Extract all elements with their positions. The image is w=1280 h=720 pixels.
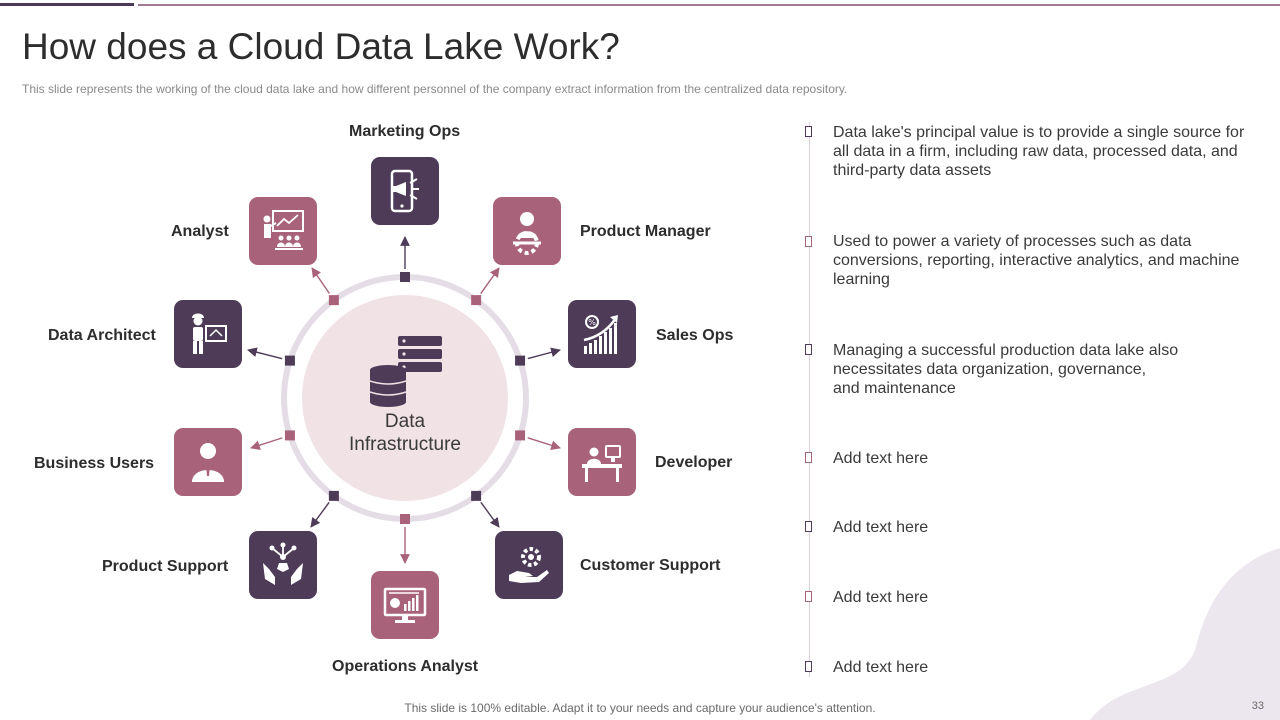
ring-connector-dot <box>515 430 526 441</box>
ring-connector-dot <box>328 490 339 501</box>
manager-gear-icon <box>513 212 541 255</box>
timeline-marker-2 <box>805 236 812 247</box>
connector-arrow <box>527 347 561 360</box>
connector-arrow <box>310 501 330 528</box>
connector-arrow <box>247 347 283 360</box>
connector-arrow <box>480 267 500 294</box>
sales-ops-tile[interactable]: % <box>568 300 636 368</box>
page-subtitle: This slide represents the working of the… <box>22 82 848 96</box>
connector-arrow <box>527 437 561 451</box>
analyst-tile[interactable] <box>249 197 317 265</box>
hub-label-line2: Infrastructure <box>349 434 461 455</box>
svg-text:%: % <box>588 318 596 327</box>
timeline-text-1: Data lake's principal value is to provid… <box>833 124 1245 179</box>
monitor-chart-icon <box>383 587 427 623</box>
growth-chart-icon: % <box>583 315 618 354</box>
ring-connector-dot <box>284 355 295 366</box>
hub-label-line1: Data <box>384 411 426 432</box>
timeline-marker-6 <box>805 591 812 602</box>
top-rule <box>138 4 1280 6</box>
page-title: How does a Cloud Data Lake Work? <box>22 26 620 67</box>
business-users-tile[interactable] <box>174 428 242 496</box>
ring-connector-dot <box>471 295 482 306</box>
data-architect-tile[interactable] <box>174 300 242 368</box>
business-users-label: Business Users <box>34 455 155 472</box>
businessman-icon <box>192 443 224 482</box>
hands-network-icon <box>263 542 303 585</box>
developer-tile[interactable] <box>568 428 636 496</box>
ring-connector-dot <box>328 295 339 306</box>
timeline-text-4: Add text here <box>833 450 929 467</box>
ring-connector-dot <box>400 272 410 282</box>
hand-gear-icon <box>509 547 549 583</box>
product-support-tile[interactable] <box>249 531 317 599</box>
timeline-marker-3 <box>805 344 812 355</box>
ring-connector-dot <box>471 490 482 501</box>
analyst-label: Analyst <box>171 223 229 240</box>
timeline-text-7: Add text here <box>833 659 929 676</box>
timeline-text-6: Add text here <box>833 589 929 606</box>
footer-note: This slide is 100% editable. Adapt it to… <box>404 701 876 715</box>
sales-ops-label: Sales Ops <box>656 327 734 344</box>
ring-connector-dot <box>515 355 526 366</box>
connector-arrow <box>311 267 330 294</box>
hub-diagram <box>247 236 561 564</box>
hub-label: Data Infrastructure <box>305 410 505 456</box>
product-manager-label: Product Manager <box>580 223 711 240</box>
mobile-megaphone-icon <box>390 169 419 213</box>
customer-support-tile[interactable] <box>495 531 563 599</box>
ring-connector-dot <box>284 430 295 441</box>
operations-analyst-label: Operations Analyst <box>332 658 479 675</box>
timeline-text-2: Used to power a variety of processes suc… <box>833 233 1240 288</box>
product-support-label: Product Support <box>102 558 229 575</box>
developer-desk-icon <box>582 445 622 482</box>
product-manager-tile[interactable] <box>493 197 561 265</box>
top-accent-bar <box>0 3 134 6</box>
data-architect-label: Data Architect <box>48 327 156 344</box>
database-server-icon <box>369 336 442 407</box>
timeline-marker-7 <box>805 661 812 672</box>
customer-support-label: Customer Support <box>580 557 721 574</box>
developer-label: Developer <box>655 454 733 471</box>
page-number: 33 <box>1251 700 1264 712</box>
engineer-blueprint-icon <box>192 313 227 354</box>
timeline-marker-4 <box>805 452 812 463</box>
timeline-line <box>809 122 810 677</box>
connectors <box>247 236 561 564</box>
marketing-ops-label: Marketing Ops <box>349 123 461 140</box>
connector-arrow <box>480 501 500 528</box>
timeline-text-3: Managing a successful production data la… <box>833 342 1179 397</box>
timeline-marker-5 <box>805 521 812 532</box>
timeline-text-5: Add text here <box>833 519 929 536</box>
presenter-board-icon <box>263 210 304 250</box>
ring-connector-dot <box>400 514 410 524</box>
marketing-ops-tile[interactable] <box>371 157 439 225</box>
timeline-marker-1 <box>805 126 812 137</box>
operations-analyst-tile[interactable] <box>371 571 439 639</box>
connector-arrow <box>250 437 283 450</box>
